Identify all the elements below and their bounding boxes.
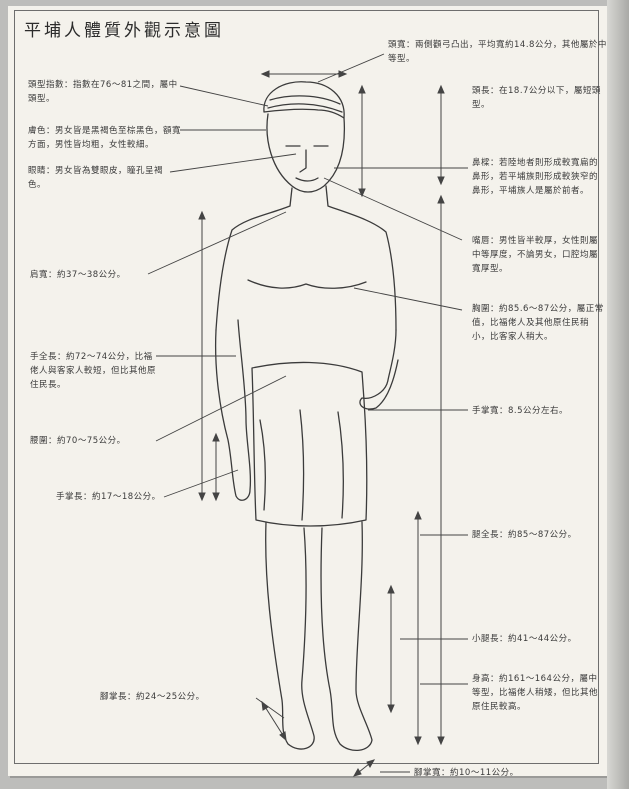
label-hand-length: 手掌長：約17～18公分。 [56,490,166,504]
label-foot-length: 腳掌長：約24～25公分。 [100,690,250,704]
label-hand-width: 手掌寬：8.5公分左右。 [472,404,606,418]
right-arm-drawing [360,330,398,409]
label-shoulder-width: 肩寬：約37～38公分。 [30,268,150,282]
label-skin-color: 膚色：男女皆是黑褐色至棕黑色，額寬方面，男性皆均粗，女性較細。 [28,124,188,152]
label-leg-length: 腿全長：約85～87公分。 [472,528,606,542]
left-arm-drawing [216,320,251,500]
label-head-index: 頭型指數：指數在76～81之間，屬中頭型。 [28,78,180,106]
label-head-width: 頭寬：兩側顴弓凸出，平均寬約14.8公分，其他屬於中等型。 [388,38,608,66]
label-eyes: 眼睛：男女皆為雙眼皮，瞳孔呈褐色。 [28,164,168,192]
label-arm-length: 手全長：約72～74公分，比福佬人與客家人較短，但比其他原住民長。 [30,350,156,392]
label-lips: 嘴唇：男性皆半較厚，女性則屬中等厚度，不論男女，口腔均屬寬厚型。 [472,234,606,276]
label-head-length: 頭長：在18.7公分以下，屬短頭型。 [472,84,604,112]
turban-drawing [264,82,344,118]
label-height: 身高：約161～164公分，屬中等型，比福佬人稍矮，但比其他原住民較高。 [472,672,606,714]
label-chest: 胸圍：約85.6～87公分，屬正常值，比福佬人及其他原住民稍小，比客家人稍大。 [472,302,606,344]
loincloth-drawing [252,362,367,526]
label-nose: 鼻樑：若陸地者則形成較寬扁的鼻形，若平埔族則形成較狹窄的鼻形，平埔族人是屬於前者… [472,156,606,198]
torso-drawing [216,186,396,330]
label-foot-width: 腳掌寬：約10～11公分。 [414,766,574,780]
label-hip: 腰圍：約70～75公分。 [30,434,156,448]
label-calf-length: 小腿長：約41～44公分。 [472,632,606,646]
